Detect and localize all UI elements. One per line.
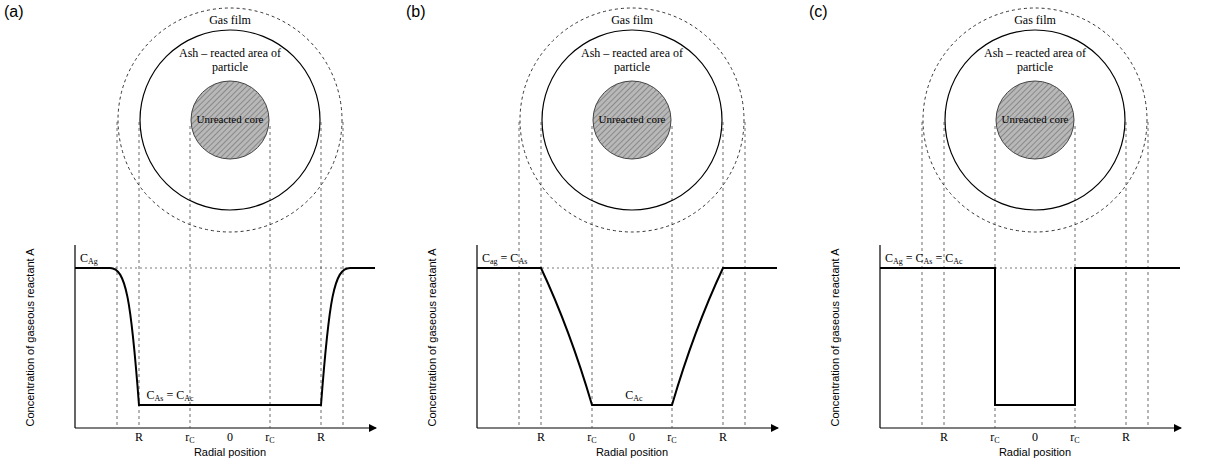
concentration-label: CAc (625, 388, 642, 402)
ash-layer-label: Ash – reacted area of particle (983, 46, 1087, 74)
concentration-label: Cag = CAs (482, 251, 527, 265)
axis-title: Radial position (999, 445, 1071, 459)
axis-title: Radial position (194, 445, 266, 459)
concentration-curve (880, 268, 1180, 405)
concentration-label: CAg = CAs = CAc (885, 251, 963, 265)
concentration-label: CAg (80, 251, 98, 265)
concentration-curve (75, 268, 375, 405)
tick-label: rC (587, 430, 596, 444)
tick-label: rC (667, 430, 676, 444)
tick-label: R (1122, 430, 1130, 444)
tick-label: R (537, 430, 545, 444)
circle-outline (945, 30, 1125, 210)
tick-label: R (940, 430, 948, 444)
tick-label: R (135, 430, 143, 444)
tick-label: rC (990, 430, 999, 444)
unreacted-core: Unreacted core (995, 80, 1075, 160)
tick-label: 0 (1032, 430, 1038, 444)
gas-film-label: Gas film (519, 13, 745, 27)
gas-film: Gas filmAsh – reacted area of particleUn… (922, 7, 1148, 233)
panel-letter: (c) (809, 3, 828, 21)
tick-label: rC (185, 430, 194, 444)
particle-ash-layer: Ash – reacted area of particleUnreacted … (944, 29, 1126, 211)
tick-label: 0 (227, 430, 233, 444)
circle-outline (118, 8, 342, 232)
unreacted-core: Unreacted core (592, 80, 672, 160)
panel-letter: (b) (406, 3, 426, 21)
ash-layer-label: Ash – reacted area of particle (178, 46, 282, 74)
panel-letter: (a) (4, 3, 24, 21)
core-label: Unreacted core (592, 113, 672, 126)
axis-title: Concentration of gaseous reactant A (24, 242, 37, 432)
tick-label: R (317, 430, 325, 444)
circle-outline (140, 30, 320, 210)
core-label: Unreacted core (190, 113, 270, 126)
tick-label: rC (1070, 430, 1079, 444)
circle-outline (923, 8, 1147, 232)
gas-film-label: Gas film (922, 13, 1148, 27)
tick-label: 0 (629, 430, 635, 444)
concentration-curve (477, 268, 777, 405)
circle-outline (542, 30, 722, 210)
gas-film: Gas filmAsh – reacted area of particleUn… (117, 7, 343, 233)
core-label: Unreacted core (995, 113, 1075, 126)
gas-film: Gas filmAsh – reacted area of particleUn… (519, 7, 745, 233)
particle-ash-layer: Ash – reacted area of particleUnreacted … (541, 29, 723, 211)
particle-ash-layer: Ash – reacted area of particleUnreacted … (139, 29, 321, 211)
axis-title: Concentration of gaseous reactant A (829, 242, 842, 432)
tick-label: rC (265, 430, 274, 444)
unreacted-core: Unreacted core (190, 80, 270, 160)
gas-film-label: Gas film (117, 13, 343, 27)
circle-outline (593, 81, 671, 159)
circle-outline (996, 81, 1074, 159)
circle-outline (520, 8, 744, 232)
circle-outline (191, 81, 269, 159)
concentration-label: CAs = CAc (146, 388, 193, 402)
tick-label: R (719, 430, 727, 444)
axis-title: Concentration of gaseous reactant A (426, 242, 439, 432)
axis-title: Radial position (596, 445, 668, 459)
ash-layer-label: Ash – reacted area of particle (580, 46, 684, 74)
